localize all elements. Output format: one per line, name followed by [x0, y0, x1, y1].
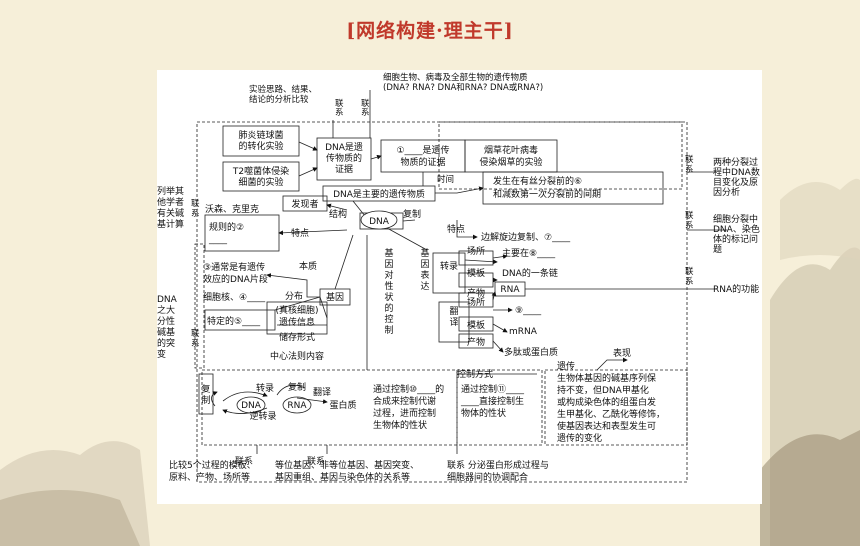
node-mrna: mRNA: [509, 327, 538, 337]
node-lianxi: 联系: [685, 211, 694, 231]
node-top-note: 细胞生物、病毒及全部生物的遗传物质(DNA? RNA? DNA和RNA? DNA…: [383, 72, 543, 93]
node-template: 模板: [467, 319, 485, 331]
node-cell-nucleus: 细胞核、④____: [203, 291, 266, 303]
node-template: 模板: [467, 267, 485, 279]
node-translation: 翻译: [449, 306, 458, 328]
node-pneumo: 肺炎链球菌的转化实验: [238, 129, 283, 152]
node-dna-gen: DNA是遗传物质的证据: [325, 141, 363, 175]
node-cycle-dna: DNA: [241, 401, 262, 411]
node-lianxi-v: 联系: [335, 99, 344, 118]
node-fuzhi-small: 复制: [288, 381, 306, 393]
node-biaoxian: 表现: [613, 347, 631, 359]
node-cycle-rna: RNA: [287, 401, 307, 411]
node-lianxi: 联系: [235, 456, 253, 467]
node-q5: 特定的⑤____: [207, 315, 261, 327]
node-product: 产物: [467, 287, 485, 299]
node-place: 场所: [467, 246, 485, 257]
node-q11: 通过控制⑪________直接控制生物体的性状: [460, 383, 525, 419]
node-right-edge3: RNA的功能: [713, 283, 759, 295]
node-epigen: 遗传生物体基因的碱基序列保持不变，但DNA甲基化或构成染色体的组蛋白发生甲基化、…: [557, 360, 665, 444]
node-structure: 结构: [329, 208, 347, 220]
node-place: 场所: [467, 297, 485, 308]
node-essence: 本质: [299, 260, 317, 272]
node-bottom3: 联系 分泌蛋白形成过程与细胞器间的协调配合: [447, 459, 549, 483]
node-feature: 特点: [291, 227, 309, 239]
node-feature2: 特点: [447, 223, 465, 235]
node-q8: 主要在⑧____: [502, 247, 556, 259]
concept-map: 细胞生物、病毒及全部生物的遗传物质(DNA? RNA? DNA和RNA? DNA…: [157, 72, 760, 483]
node-lianxi: 联系: [191, 199, 200, 219]
node-main-gen: DNA是主要的遗传物质: [333, 188, 425, 200]
node-fuzhi: 复制: [201, 383, 210, 406]
node-dna: DNA: [369, 217, 390, 227]
node-left-edge: 列举其他学者有关碱基计算: [157, 185, 184, 230]
node-t2: T2噬菌体侵染细菌的实验: [232, 165, 289, 188]
node-time: 时间: [437, 174, 454, 185]
node-nizhuanlu: 逆转录: [249, 410, 276, 422]
node-distribution: 分布: [285, 290, 303, 302]
node-eukaryote: (真核细胞)遗传信息: [275, 304, 318, 328]
node-gene: 基因: [326, 291, 344, 303]
node-transcription: 转录: [440, 260, 458, 272]
concept-map-panel: 细胞生物、病毒及全部生物的遗传物质(DNA? RNA? DNA和RNA? DNA…: [157, 70, 762, 504]
node-zhuanlu: 转录: [256, 382, 274, 394]
node-product: 产物: [467, 336, 485, 348]
node-q9: ⑨____: [515, 306, 542, 316]
node-lianxi: 联系: [191, 329, 200, 349]
node-lianxi: 联系: [307, 456, 325, 467]
node-bottom1: 比较5个过程的模板、原料、产物、场所等: [169, 459, 256, 483]
node-q2: 规则的②____: [208, 221, 244, 245]
node-lianxi: 联系: [685, 267, 694, 287]
node-q1: ①____是遗传物质的证据: [396, 144, 449, 168]
node-right-edge1: 两种分裂过程中DNA数目变化及原因分析: [713, 156, 760, 198]
node-expression: 基因表达: [420, 247, 429, 292]
node-q10: 通过控制⑩____的合成来控制代谢过程，进而控制生物体的性状: [373, 383, 444, 431]
node-bottom2: 等位基因、非等位基因、基因突变、基因重组、基因与染色体的关系等: [275, 459, 419, 483]
node-control: 基因对性状的控制: [384, 247, 393, 336]
node-discover: 发现者: [291, 198, 318, 210]
node-control-mode: 控制方式: [457, 368, 493, 380]
page-title: [网络构建·理主干]: [346, 20, 514, 42]
node-exp-compare: 实验思路、结果、结论的分析比较: [249, 84, 317, 105]
node-lianxi: 联系: [685, 155, 694, 175]
node-central: 中心法则内容: [270, 350, 324, 362]
node-q3: ③通常是有遗传效应的DNA片段: [203, 261, 268, 285]
node-replicate: 复制: [403, 208, 421, 220]
node-fanyi: 翻译: [313, 387, 331, 398]
node-lianxi-v: 联系: [361, 99, 370, 118]
node-peptide: 多肽或蛋白质: [504, 346, 558, 358]
node-tmv: 烟草花叶病毒侵染烟草的实验: [479, 144, 542, 168]
node-cycle-protein: 蛋白质: [329, 399, 356, 411]
node-one-chain: DNA的一条链: [502, 267, 558, 279]
node-rna: RNA: [500, 285, 520, 295]
node-scientists: 沃森、克里克: [205, 203, 259, 215]
node-storage: 储存形式: [279, 331, 315, 343]
node-q7: 边解旋边复制、⑦____: [481, 231, 571, 243]
